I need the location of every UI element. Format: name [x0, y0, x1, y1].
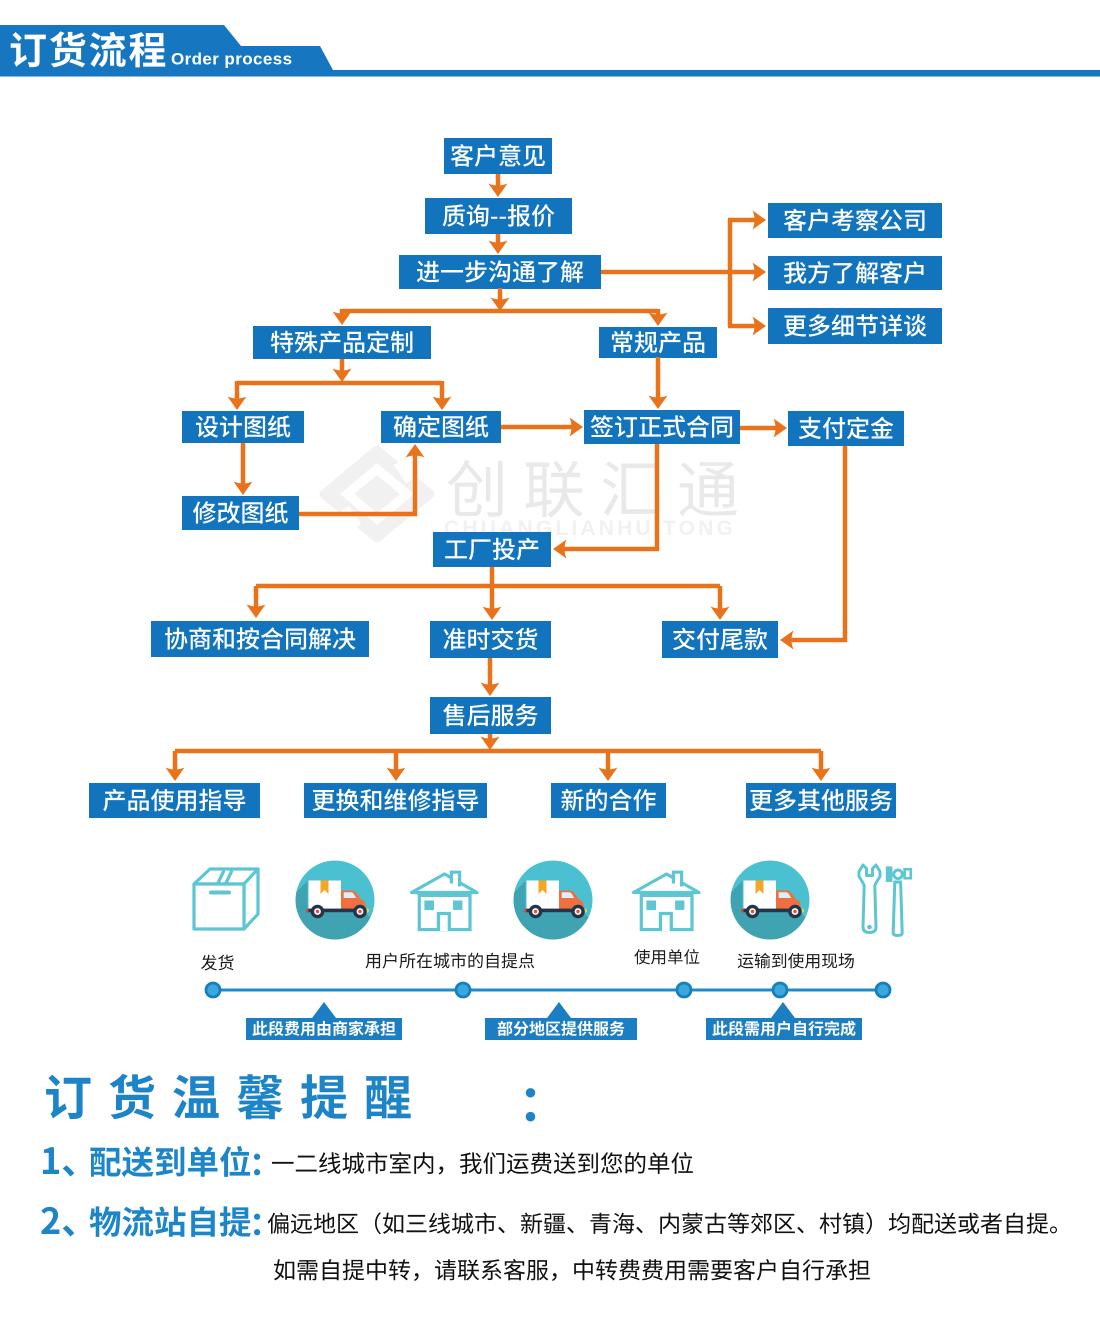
svg-text:Order process: Order process: [171, 50, 292, 69]
